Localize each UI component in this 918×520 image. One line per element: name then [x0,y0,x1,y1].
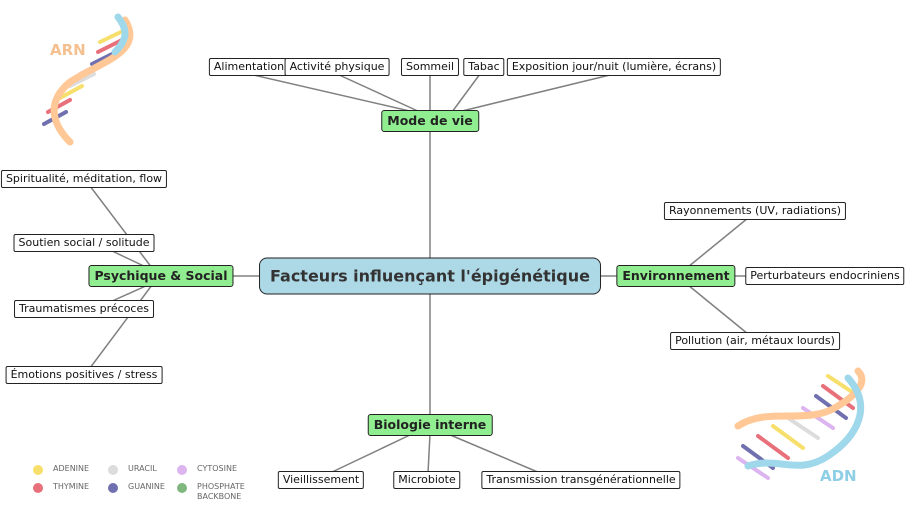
branch-mode-de-vie: Mode de vie [381,110,479,132]
dna-backbone-strand [744,374,865,470]
connector-bio-to-transmission [447,433,541,474]
adn-label: ADN [820,467,857,485]
connector-psy-to-emotions [89,284,153,369]
branch-biologie-interne: Biologie interne [367,414,493,436]
dna-helix-illustration [734,367,866,480]
legend-label: Thymine [53,482,90,491]
connector-psy-to-traumatismes [109,284,149,303]
connector-env-to-pollution [687,284,749,335]
rna-base-pair [68,72,96,88]
legend-swatch [108,483,118,493]
dna-backbone-strand [734,367,866,430]
leaf-tabac: Tabac [463,58,505,76]
dna-base-pair [801,406,835,430]
dna-base-pair [821,384,855,410]
leaf-vieillissement: Vieillissement [277,471,365,489]
nucleotide-legend: Adenine Uracil Cytosine Thymine Guanine … [30,460,270,510]
dna-base-pair [756,434,790,460]
legend-swatch [33,465,43,475]
legend-label: Phosphate backbone [197,482,245,501]
legend-item: Cytosine [177,464,247,475]
leaf-alimentation: Alimentation [208,58,290,76]
legend-swatch [33,483,43,493]
leaf-pollution: Pollution (air, métaux lourds) [670,332,840,350]
branch-environnement: Environnement [616,265,736,287]
leaf-transmission: Transmission transgénérationnelle [481,471,681,489]
legend-label: Guanine [128,482,165,491]
rna-helix-illustration [42,13,134,146]
legend-label: Cytosine [197,464,237,473]
legend-label: Adenine [53,464,90,473]
leaf-activite-physique: Activité physique [284,58,390,76]
legend-swatch [177,465,187,475]
leaf-spiritualite: Spiritualité, méditation, flow [0,170,168,188]
connector-mode-to-alimentation [248,73,415,113]
rna-base-pair [96,38,124,54]
legend-item: Uracil [108,464,178,475]
legend-item: Adenine [33,464,103,475]
legend-label: Uracil [128,464,157,473]
rna-backbone-strand [111,13,129,56]
connector-psy-to-spiritualite [89,185,153,269]
central-topic-node: Facteurs influençant l'épigénétique [259,257,601,295]
connector-mode-to-tabac [451,73,481,113]
leaf-sommeil: Sommeil [400,58,460,76]
rna-base-pair [98,28,127,44]
connector-env-to-rayonnements [687,217,749,268]
legend-swatch [177,483,187,493]
legend-item: Phosphate backbone [177,482,247,502]
arn-label: ARN [50,41,86,59]
leaf-microbiote: Microbiote [393,471,461,489]
rna-base-pair [58,84,84,100]
dna-base-pair [771,424,805,450]
connector-mode-to-exposition [457,73,615,113]
connector-bio-to-vieillissement [329,433,413,474]
connector-mode-to-activite [336,73,421,113]
leaf-rayonnements: Rayonnements (UV, radiations) [663,202,847,220]
leaf-perturbateurs: Perturbateurs endocriniens [745,267,905,285]
leaf-traumatismes: Traumatismes précoces [14,300,154,318]
legend-item: Thymine [33,482,103,493]
legend-item: Guanine [108,482,178,493]
leaf-soutien-social: Soutien social / solitude [13,234,155,252]
branch-psychique-social: Psychique & Social [88,265,234,287]
connector-bio-to-microbiote [427,433,431,474]
rna-backbone-strand [50,16,134,146]
leaf-exposition-jour-nuit: Exposition jour/nuit (lumière, écrans) [506,58,722,76]
legend-swatch [108,465,118,475]
dna-base-pair [786,416,820,440]
leaf-emotions: Émotions positives / stress [5,366,163,384]
